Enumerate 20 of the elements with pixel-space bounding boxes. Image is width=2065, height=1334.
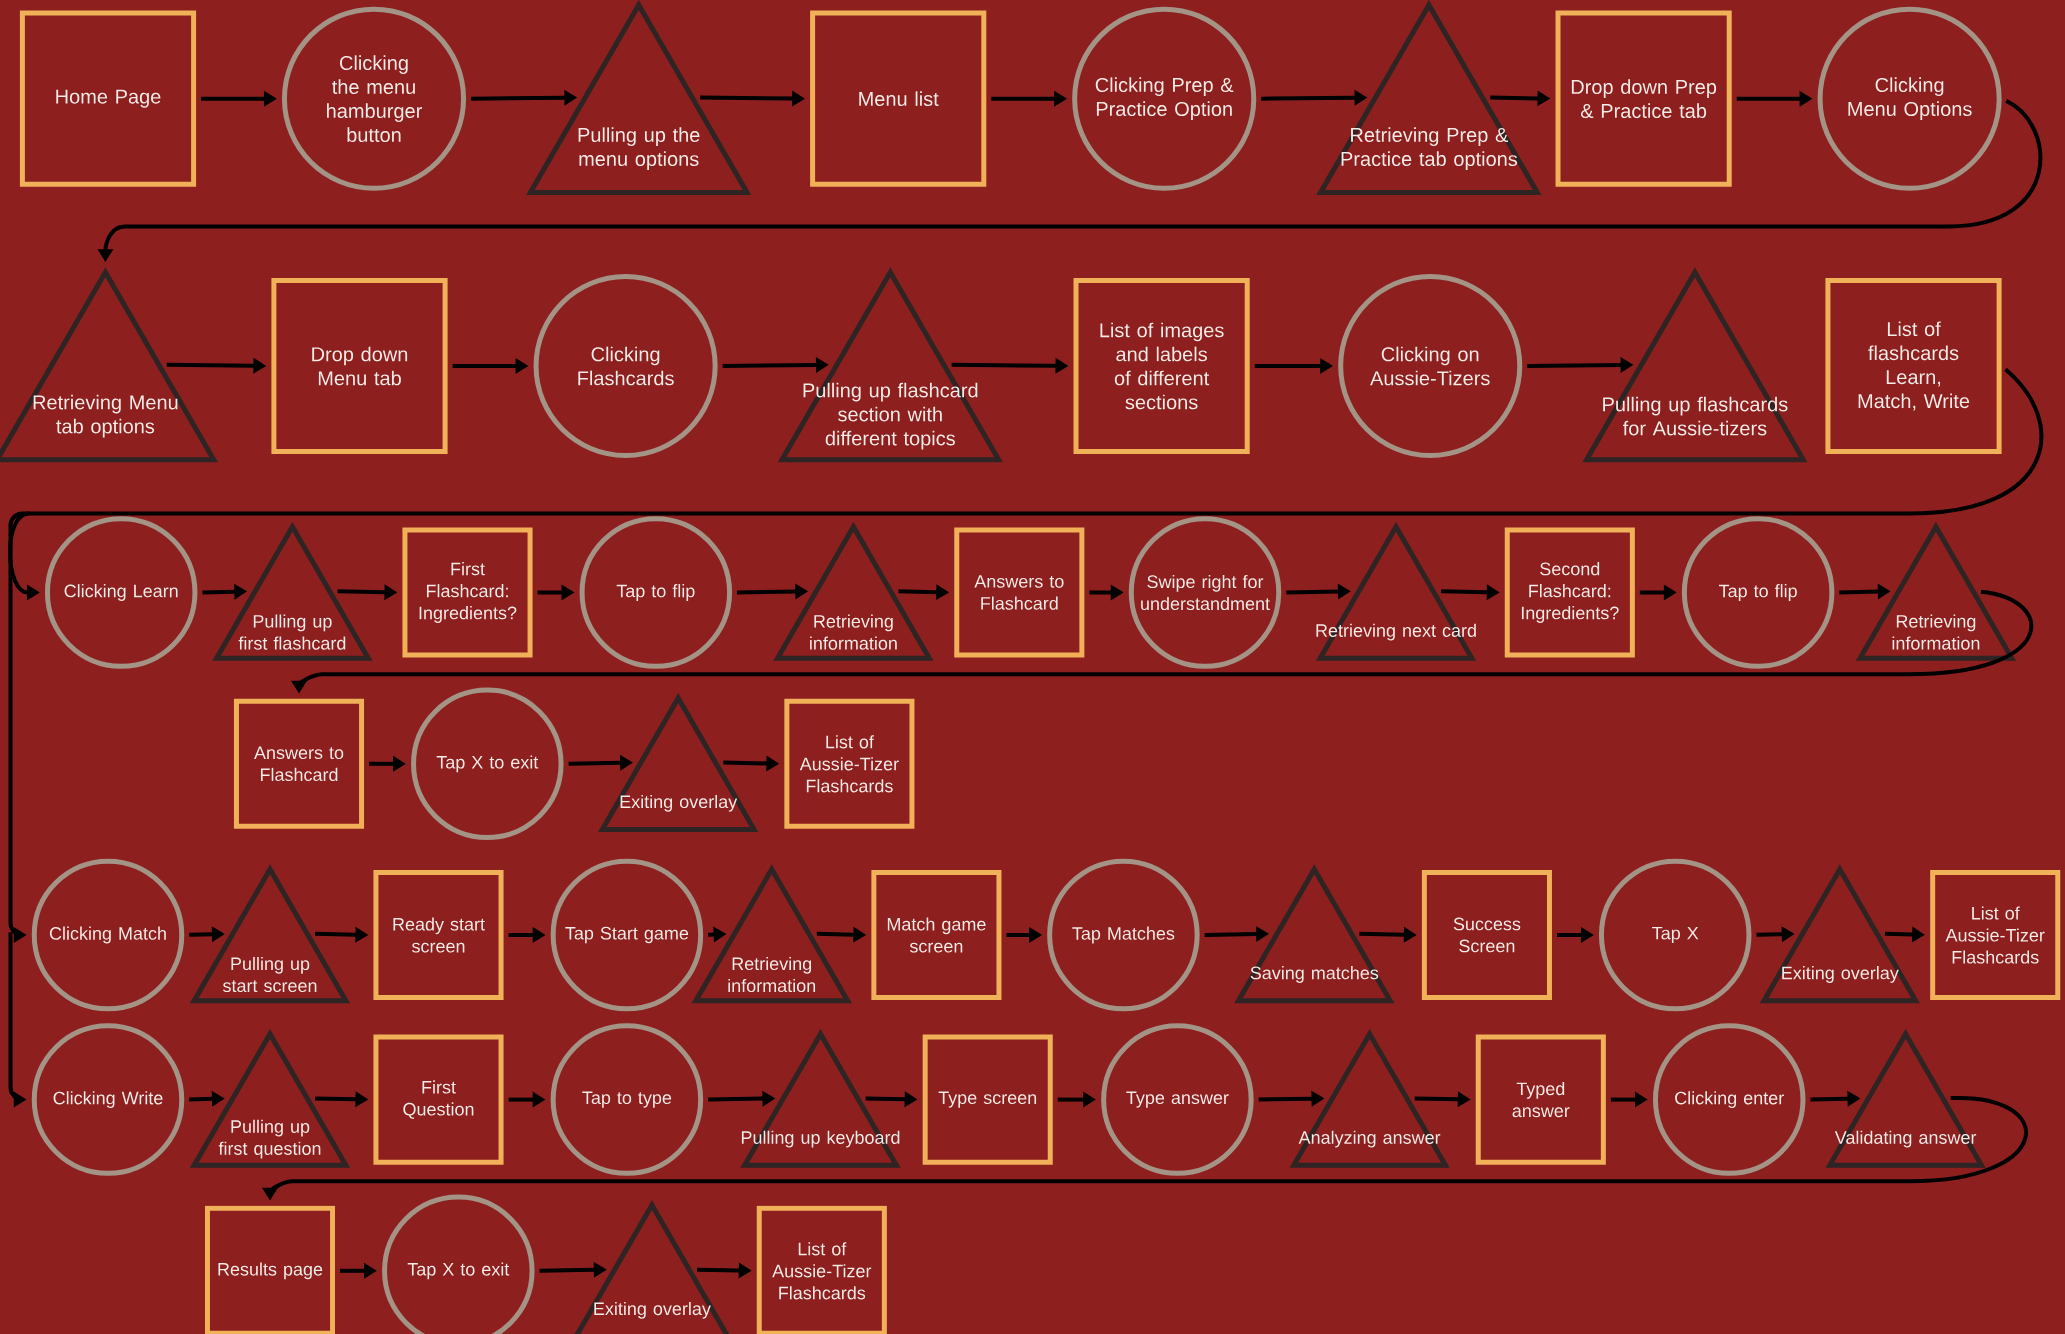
step-box: List of Aussie-Tizer Flashcards [1930,869,2061,1001]
step-box: List of Aussie-Tizer Flashcards [756,1205,887,1334]
step-box: Results page [204,1205,336,1334]
step-box: First Flashcard: Ingredients? [402,527,533,658]
step-box: List of flashcards Learn, Match, Write [1825,277,2002,455]
step-box: Success Screen [1421,869,1552,1001]
step-box: List of images and labels of different sections [1073,277,1250,455]
step-box: Home Page [19,10,197,187]
step-box: Second Flashcard: Ingredients? [1504,527,1635,658]
step-box: Menu list [810,10,987,187]
step-box: Answers to Flashcard [954,527,1085,658]
step-box: Match game screen [871,869,1002,1001]
step-box: Drop down Menu tab [271,277,448,455]
step-box: Type screen [922,1034,1053,1165]
step-box: Answers to Flashcard [233,698,365,829]
step-box: List of Aussie-Tizer Flashcards [784,698,915,829]
step-box: Ready start screen [373,869,504,1001]
step-box: Typed answer [1475,1034,1606,1165]
step-box: Drop down Prep & Practice tab [1555,10,1732,187]
step-box: First Question [373,1034,504,1165]
